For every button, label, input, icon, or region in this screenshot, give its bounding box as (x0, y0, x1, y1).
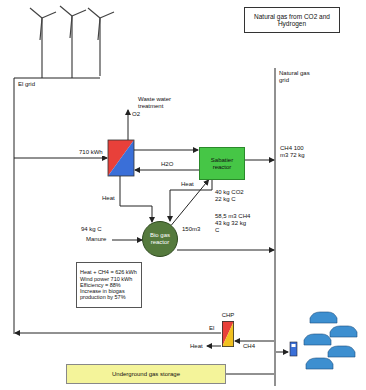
flow-label: H2O (160, 161, 174, 168)
node-text: Heat + CH4 = 626 kWh (80, 269, 137, 275)
title-box: Natural gas from CO2 and Hydrogen (244, 7, 340, 33)
flow-label: 58,5 m3 CH4 43 kg 32 kg C (214, 213, 252, 234)
chp-unit: CHP (214, 312, 242, 351)
node-text: Efficiency = 88% (80, 282, 121, 288)
flow-label: Heat (180, 181, 195, 188)
node-text: Wind power 710 kWh (80, 276, 132, 282)
flow-arrow (171, 180, 208, 225)
node-text: Increase in biogas production by 57% (80, 288, 138, 301)
flow-label: Heat (101, 195, 116, 202)
note-box: Heat + CH4 = 626 kWhWind power 710 kWhEf… (76, 262, 142, 308)
gas-grid-line (275, 68, 276, 386)
flow-label: 40 kg CO2 22 kg C (214, 189, 250, 203)
flow-label: 150m3 (181, 226, 201, 233)
flow-label: O2 (131, 111, 141, 118)
flow-label: 710 kWh (78, 149, 104, 156)
flow-label: Manure (85, 236, 107, 243)
fuel-pump (290, 342, 297, 356)
flow-label: CH4 (242, 343, 256, 350)
node-text: Underground gas storage (112, 371, 180, 378)
node-text: CHP (222, 312, 235, 319)
cars (304, 312, 357, 369)
wind-turbines (30, 6, 114, 76)
storage-box: Underground gas storage (66, 364, 226, 384)
node-text: Natural gas from CO2 and Hydrogen (249, 13, 335, 28)
reactor-circle: Bio gas reactor (142, 221, 178, 257)
el-grid-wire (14, 76, 221, 334)
flow-label: Heat (189, 343, 204, 350)
flow-label: Waste water treatment (137, 96, 175, 110)
flow-label: Natural gas grid (278, 70, 320, 84)
node-text: Bio gas reactor (146, 232, 174, 246)
flow-label: 94 kg C (80, 226, 103, 233)
process-flows (112, 110, 288, 374)
electrolyser (108, 140, 134, 176)
process-box: Sabatier reactor (199, 147, 245, 180)
flow-label: CH4 100 m3 72 kg (279, 145, 309, 159)
node-text: Sabatier reactor (202, 157, 242, 171)
chp-symbol (222, 321, 234, 347)
flow-label: El grid (17, 81, 36, 88)
flow-label: El (208, 325, 215, 332)
